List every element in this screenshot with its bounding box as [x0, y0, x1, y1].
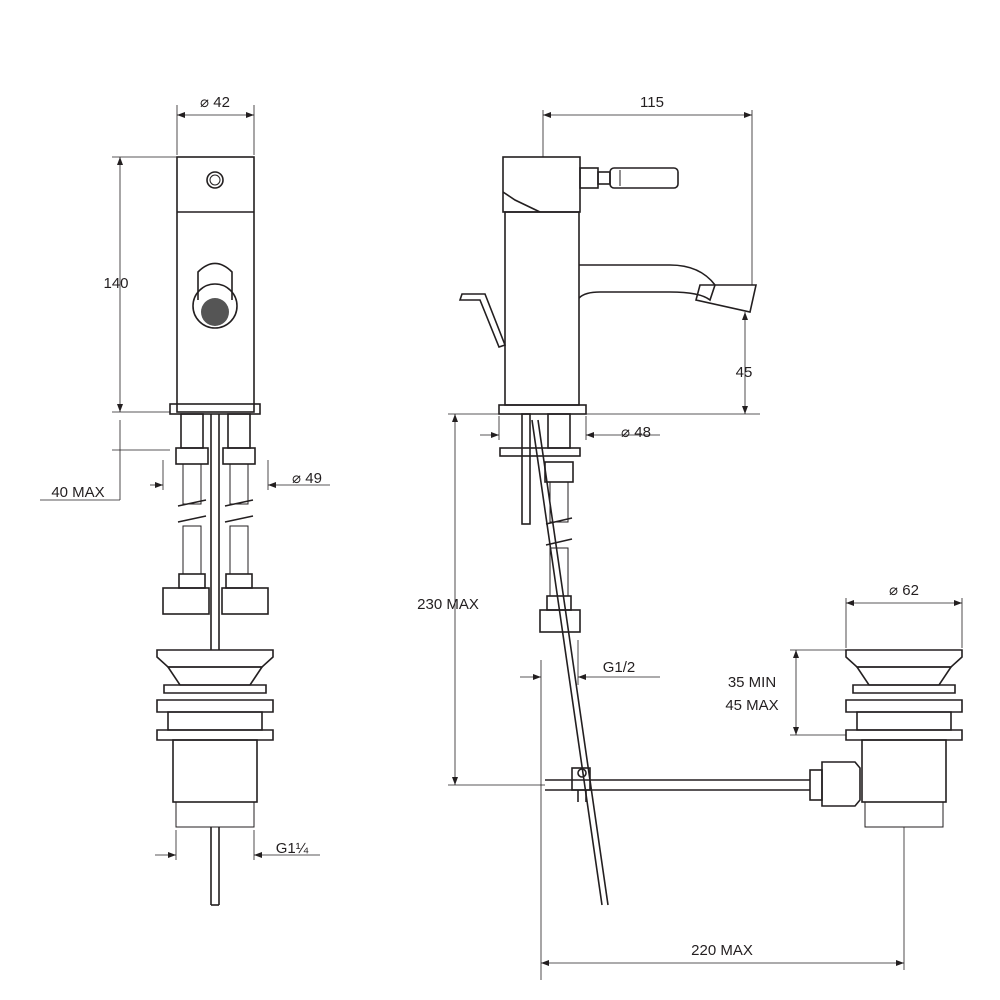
front-dimensions: [40, 105, 330, 860]
front-waste: [156, 649, 274, 906]
side-view: [448, 110, 963, 980]
side-connections: [499, 413, 609, 906]
side-faucet-body: [458, 156, 757, 415]
dim-side-base-dia: ⌀ 48: [621, 424, 651, 441]
dim-front-height: 140: [103, 275, 128, 292]
dim-side-width: 115: [640, 94, 664, 111]
dim-waste-dia: ⌀ 62: [889, 582, 919, 599]
dim-front-deck: 40 MAX: [51, 484, 104, 501]
dim-waste-max: 45 MAX: [725, 697, 778, 714]
dim-front-dia-top: ⌀ 42: [200, 94, 230, 111]
dim-waste-reach: 220 MAX: [691, 942, 753, 959]
front-faucet-body: [169, 156, 261, 415]
side-dimensions: [448, 110, 963, 980]
dim-side-total-height: 230 MAX: [417, 596, 479, 613]
dim-front-hose-dia: ⌀ 49: [292, 470, 322, 487]
aerator-icon: [201, 298, 229, 326]
dim-waste-min: 35 MIN: [728, 674, 776, 691]
front-view: [40, 105, 330, 906]
dim-side-spout-height: 45: [736, 364, 753, 381]
dim-front-waste-thread: G1¼: [276, 840, 309, 857]
dim-side-connection: G1/2: [603, 659, 636, 676]
front-hoses: [162, 413, 269, 650]
